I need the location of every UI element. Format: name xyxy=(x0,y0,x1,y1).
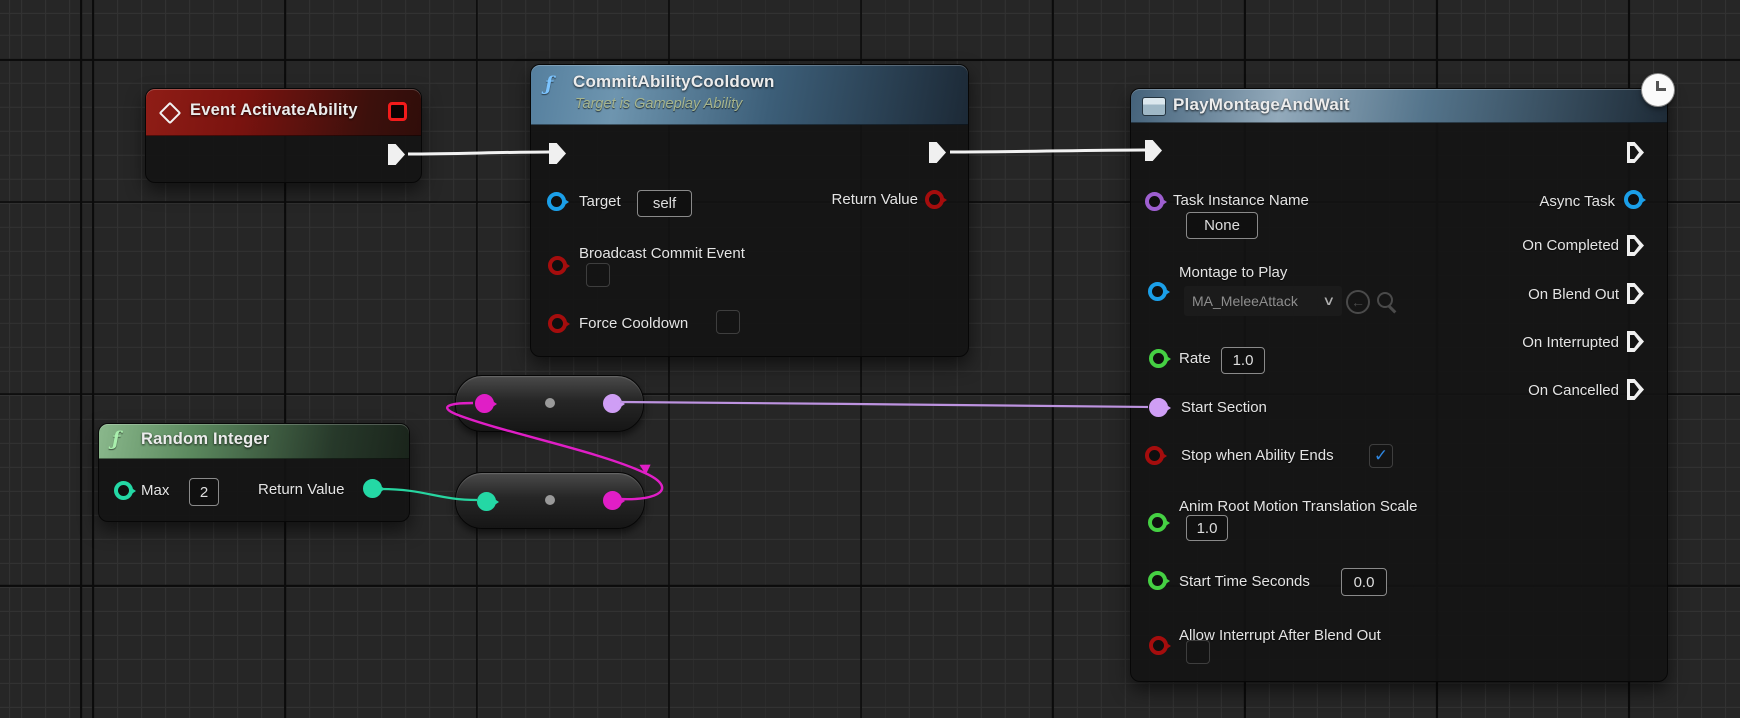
rate-field[interactable]: 1.0 xyxy=(1221,347,1265,374)
allow-interrupt-pin[interactable] xyxy=(1149,636,1171,655)
start-time-seconds-label: Start Time Seconds xyxy=(1179,573,1310,590)
on-interrupted-exec-pin[interactable] xyxy=(1627,331,1644,352)
start-time-seconds-field[interactable]: 0.0 xyxy=(1341,568,1387,596)
on-interrupted-label: On Interrupted xyxy=(1522,334,1619,351)
async-task-pin[interactable] xyxy=(1624,190,1646,209)
node-event-activate-ability[interactable]: Event ActivateAbility xyxy=(145,88,422,183)
random-return-value-label: Return Value xyxy=(258,481,345,498)
random-node-title: Random Integer xyxy=(141,430,270,448)
commit-node-header[interactable]: ƒ CommitAbilityCooldown Target is Gamepl… xyxy=(531,65,968,125)
random-node-header[interactable]: ƒ Random Integer xyxy=(99,424,409,459)
node-random-integer[interactable]: ƒ Random Integer Max 2 Return Value xyxy=(98,423,410,522)
montage-to-play-label: Montage to Play xyxy=(1179,264,1288,281)
function-icon: ƒ xyxy=(112,428,121,450)
task-instance-name-pin[interactable] xyxy=(1145,192,1167,211)
target-value-field[interactable]: self xyxy=(637,190,692,217)
target-label: Target xyxy=(579,193,621,210)
commit-node-title: CommitAbilityCooldown xyxy=(573,72,775,91)
rate-label: Rate xyxy=(1179,350,1211,367)
wildcard-dot-icon xyxy=(545,398,555,408)
check-icon: ✓ xyxy=(1373,446,1389,465)
on-cancelled-exec-pin[interactable] xyxy=(1627,379,1644,400)
broadcast-commit-event-pin[interactable] xyxy=(548,256,570,275)
target-pin[interactable] xyxy=(547,192,569,211)
wire-direction-arrow xyxy=(639,464,651,475)
anim-root-motion-field[interactable]: 1.0 xyxy=(1186,515,1228,541)
node-string-to-name-conversion[interactable] xyxy=(455,375,644,432)
chevron-down-icon: ∨ xyxy=(1322,293,1336,308)
event-exec-out-pin[interactable] xyxy=(388,144,405,165)
montage-asset-dropdown[interactable]: MA_MeleeAttack ∨ xyxy=(1184,286,1342,316)
on-blend-out-label: On Blend Out xyxy=(1528,286,1619,303)
wildcard-dot-icon xyxy=(545,495,555,505)
montage-to-play-pin[interactable] xyxy=(1148,282,1170,301)
async-task-label: Async Task xyxy=(1539,193,1615,210)
use-selected-arrow-glyph: ← xyxy=(1351,294,1365,310)
montage-exec-in-pin[interactable] xyxy=(1145,140,1162,161)
int-input-pin[interactable] xyxy=(477,492,499,511)
stop-when-ability-ends-checkbox[interactable]: ✓ xyxy=(1369,444,1393,468)
node-int-to-string-conversion[interactable] xyxy=(455,472,645,529)
event-override-icon xyxy=(388,102,407,121)
random-return-value-pin[interactable] xyxy=(363,479,385,498)
stop-when-ability-ends-label: Stop when Ability Ends xyxy=(1181,447,1334,464)
on-blend-out-exec-pin[interactable] xyxy=(1627,283,1644,304)
commit-node-subtitle: Target is Gameplay Ability xyxy=(575,96,743,112)
commit-exec-out-pin[interactable] xyxy=(929,142,946,163)
latent-clock-icon xyxy=(1642,74,1674,106)
on-cancelled-label: On Cancelled xyxy=(1528,382,1619,399)
task-instance-name-field[interactable]: None xyxy=(1186,212,1258,239)
on-completed-exec-pin[interactable] xyxy=(1627,235,1644,256)
rate-pin[interactable] xyxy=(1149,349,1171,368)
anim-root-motion-pin[interactable] xyxy=(1148,513,1170,532)
max-pin[interactable] xyxy=(114,481,136,500)
start-time-seconds-pin[interactable] xyxy=(1148,571,1170,590)
anim-root-motion-label: Anim Root Motion Translation Scale xyxy=(1179,498,1418,515)
force-cooldown-pin[interactable] xyxy=(548,314,570,333)
exec-wire-commit-to-montage xyxy=(949,148,1149,154)
stop-when-ability-ends-pin[interactable] xyxy=(1145,446,1167,465)
name-wire-to-start-section xyxy=(619,400,1149,409)
allow-interrupt-label: Allow Interrupt After Blend Out xyxy=(1179,627,1381,644)
montage-asset-value: MA_MeleeAttack xyxy=(1192,293,1298,309)
max-field[interactable]: 2 xyxy=(189,478,219,506)
function-icon: ƒ xyxy=(545,73,554,95)
browse-to-asset-icon[interactable] xyxy=(1377,292,1393,308)
use-selected-asset-icon[interactable]: ← xyxy=(1346,290,1370,314)
event-node-header[interactable]: Event ActivateAbility xyxy=(146,89,421,136)
broadcast-commit-event-checkbox[interactable] xyxy=(586,263,610,287)
force-cooldown-checkbox[interactable] xyxy=(716,310,740,334)
task-instance-name-label: Task Instance Name xyxy=(1173,192,1309,209)
return-value-pin[interactable] xyxy=(925,190,947,209)
broadcast-commit-event-label: Broadcast Commit Event xyxy=(579,245,745,262)
start-section-label: Start Section xyxy=(1181,399,1267,416)
event-icon xyxy=(158,101,182,125)
return-value-label: Return Value xyxy=(831,191,918,208)
on-completed-label: On Completed xyxy=(1522,237,1619,254)
name-output-pin[interactable] xyxy=(603,394,625,413)
start-section-pin[interactable] xyxy=(1149,398,1171,417)
exec-wire-event-to-commit xyxy=(407,150,550,156)
montage-node-header[interactable]: PlayMontageAndWait xyxy=(1131,89,1667,123)
string-input-pin[interactable] xyxy=(475,394,497,413)
montage-node-title: PlayMontageAndWait xyxy=(1173,95,1350,114)
max-label: Max xyxy=(141,482,170,499)
node-commit-ability-cooldown[interactable]: ƒ CommitAbilityCooldown Target is Gamepl… xyxy=(530,64,969,357)
node-play-montage-and-wait[interactable]: PlayMontageAndWait Task Instance Name No… xyxy=(1130,88,1668,682)
string-output-pin[interactable] xyxy=(603,491,625,510)
allow-interrupt-checkbox[interactable] xyxy=(1186,640,1210,664)
force-cooldown-label: Force Cooldown xyxy=(579,315,689,332)
macro-task-icon xyxy=(1142,97,1166,116)
commit-exec-in-pin[interactable] xyxy=(549,143,566,164)
montage-exec-out-pin[interactable] xyxy=(1627,142,1644,163)
event-node-title: Event ActivateAbility xyxy=(190,101,358,119)
